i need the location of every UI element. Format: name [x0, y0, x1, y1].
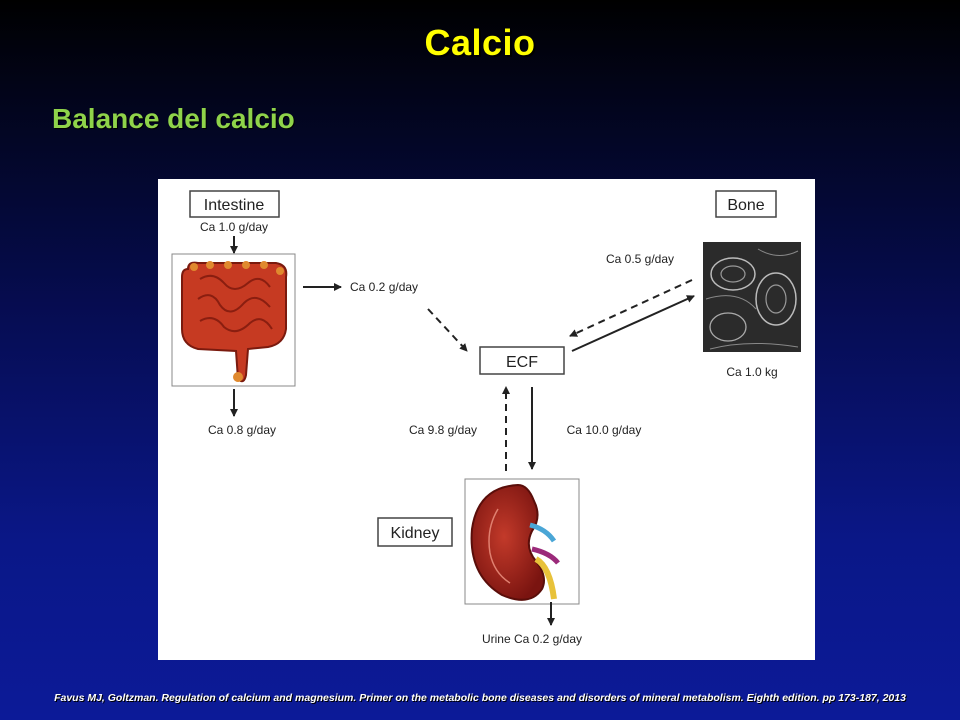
absorption-dashed-arrow [427, 308, 468, 352]
intestine-label: Intestine [204, 197, 265, 214]
kidney-label: Kidney [391, 525, 440, 542]
urine-label: Urine Ca 0.2 g/day [482, 632, 582, 646]
intestine-intake-label: Ca 1.0 g/day [200, 220, 268, 234]
intestine-label-box [189, 190, 280, 218]
diagram-canvas: Intestine Ca 1.0 g/day Ca 0.2 g/day Ca 0… [171, 190, 801, 646]
kidney-reabsorption-label: Ca 9.8 g/day [409, 423, 477, 437]
bone-label: Bone [727, 197, 764, 214]
ecf-box [479, 346, 565, 375]
bone-formation-arrow [571, 295, 695, 352]
bone-image [703, 242, 801, 352]
calcium-balance-diagram: Intestine Ca 1.0 g/day Ca 0.2 g/day Ca 0… [158, 179, 815, 660]
kidney-filtration-label: Ca 10.0 g/day [567, 423, 642, 437]
intestine-image [171, 253, 296, 387]
intestine-to-ecf-label: Ca 0.2 g/day [350, 280, 418, 294]
bone-to-ecf-label: Ca 0.5 g/day [606, 252, 674, 266]
bone-store-label: Ca 1.0 kg [726, 365, 777, 379]
slide-subtitle: Balance del calcio [52, 103, 295, 134]
slide-title: Calcio [424, 22, 536, 63]
ecf-label: ECF [506, 354, 538, 371]
kidney-image [464, 478, 580, 605]
bone-label-box [715, 190, 777, 218]
bone-resorption-dashed-arrow [569, 279, 693, 337]
kidney-label-box [377, 517, 453, 547]
intestine-excretion-label: Ca 0.8 g/day [208, 423, 276, 437]
citation: Favus MJ, Goltzman. Regulation of calciu… [54, 692, 906, 704]
